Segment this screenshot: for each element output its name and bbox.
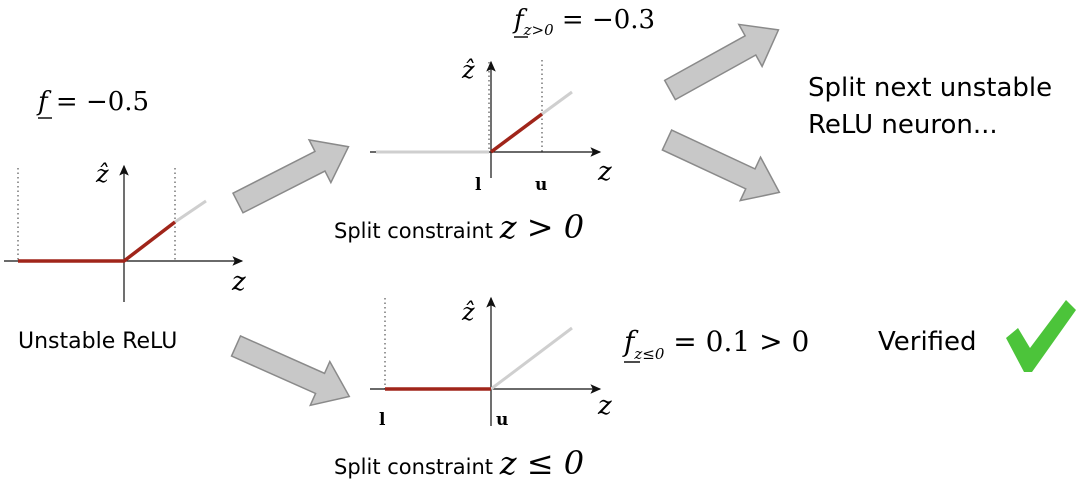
block-arrow-icon-right-top — [663, 23, 780, 101]
right-side: Split next unstable ReLU neuron... fz≤0 … — [622, 73, 1076, 372]
top-caption-text: Split constraint — [334, 219, 500, 243]
verified-label: Verified — [878, 327, 977, 357]
svg-text:Split constraint z ≤ 0: Split constraint z ≤ 0 — [334, 444, 584, 482]
bottom-tick-u: u — [496, 410, 508, 430]
top-axis-y-label: ẑ — [461, 56, 475, 84]
bottom-axis-x-label: z — [597, 391, 612, 421]
left-axis-y-label: ẑ — [95, 160, 109, 188]
block-arrow-icon-left-bottom — [230, 334, 351, 407]
bottom-relu-inactive — [490, 326, 573, 391]
top-caption-math: z > 0 — [499, 208, 584, 246]
bottom-caption-text: Split constraint — [334, 455, 500, 479]
verified-bound-subscript: z≤0 — [633, 345, 664, 363]
bottom-axis-y-label: ẑ — [461, 298, 475, 326]
bottom-panel: ẑ z l u Split constraint z ≤ 0 — [334, 296, 612, 482]
checkmark-icon — [1006, 300, 1076, 372]
top-bound-value: = −0.3 — [554, 5, 655, 35]
block-arrow-icon-right-bottom — [661, 129, 781, 202]
top-relu-inactive-pos — [541, 90, 573, 116]
left-relu-inactive — [174, 199, 207, 224]
left-relu-active — [18, 220, 177, 263]
left-panel: f = −0.5 ẑ z Unstable ReLU — [4, 87, 246, 354]
top-tick-l: l — [475, 175, 482, 195]
bottom-caption-math: z ≤ 0 — [499, 444, 584, 482]
top-panel: fz>0 = −0.3 ẑ z l u Split constraint z >… — [334, 5, 655, 246]
next-split-line1: Split next unstable — [808, 73, 1052, 103]
top-relu-active — [489, 112, 544, 154]
svg-text:f = −0.5: f = −0.5 — [36, 87, 149, 117]
top-axis-x-label: z — [597, 157, 612, 187]
verified-bound-value: = 0.1 > 0 — [664, 325, 809, 358]
left-axis-x-label: z — [231, 267, 246, 297]
block-arrow-icon-left-top — [231, 138, 350, 214]
left-bound-value: = −0.5 — [48, 87, 149, 117]
svg-text:fz≤0 = 0.1 > 0: fz≤0 = 0.1 > 0 — [622, 325, 809, 363]
svg-text:fz>0 = −0.3: fz>0 = −0.3 — [512, 5, 655, 39]
bottom-tick-l: l — [379, 410, 386, 430]
top-tick-u: u — [535, 175, 547, 195]
arrows — [230, 23, 781, 407]
next-split-line2: ReLU neuron... — [808, 110, 998, 140]
top-bound-subscript: z>0 — [523, 21, 554, 39]
svg-text:Split constraint z > 0: Split constraint z > 0 — [334, 208, 584, 246]
left-caption: Unstable ReLU — [18, 329, 177, 354]
